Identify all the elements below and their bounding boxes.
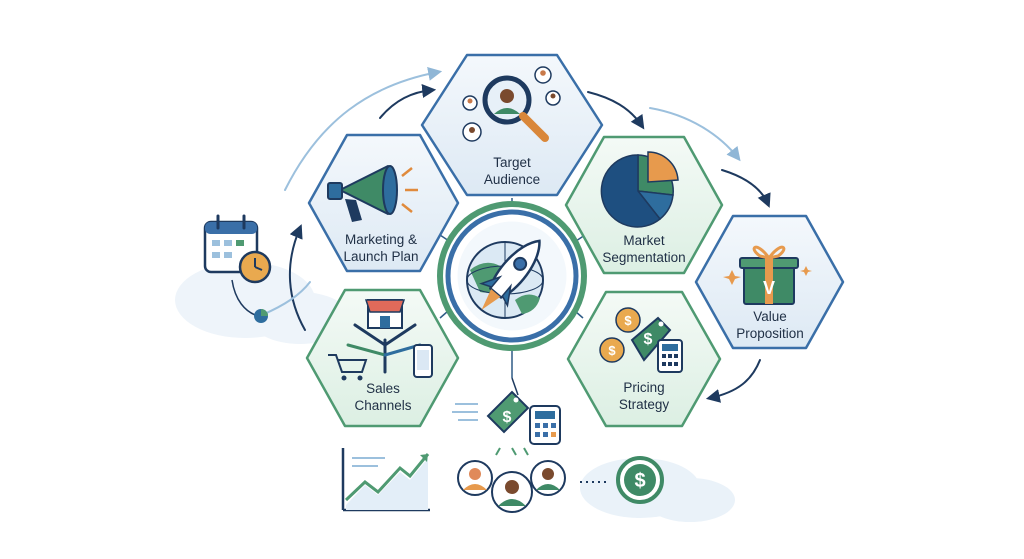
arrow-dark-top-left (379, 84, 437, 119)
arrow-dark-top-right (587, 91, 645, 130)
sales-channels-label-line1: Sales (366, 381, 400, 396)
pie-chart-icon (600, 151, 679, 228)
target-audience-label-line1: Target (493, 155, 531, 170)
market-segmentation-label-line2: Segmentation (602, 250, 685, 265)
arrow-light-top-right (649, 107, 741, 162)
pricing-strategy-label-line2: Strategy (619, 397, 670, 412)
magnifier-people-icon (462, 66, 561, 142)
store-cart-phone-icon (328, 299, 433, 381)
segment-market-segmentation: Market Segmentation (564, 135, 724, 275)
svg-text:$: $ (644, 331, 653, 348)
market-segmentation-label-line1: Market (623, 233, 665, 248)
arrow-dark-bottom-right (705, 359, 761, 403)
marketing-launch-plan-label-line2: Launch Plan (343, 249, 418, 264)
segment-pricing-strategy: $ $ $ Pricing Strategy (566, 290, 722, 428)
flow-arrows (261, 66, 771, 403)
svg-text:V: V (763, 278, 775, 298)
svg-text:$: $ (608, 343, 616, 358)
rocket-globe-icon (466, 239, 544, 319)
calendar-clock-icon (203, 214, 272, 323)
svg-text:$: $ (624, 313, 632, 328)
segment-value-proposition: V Value Proposition (694, 214, 845, 350)
svg-text:$: $ (634, 470, 645, 492)
target-audience-label-line2: Audience (484, 172, 540, 187)
marketing-launch-plan-label-line1: Marketing & (345, 232, 417, 247)
segment-sales-channels: Sales Channels (305, 288, 460, 428)
segment-target-audience: Target Audience (420, 53, 604, 197)
megaphone-icon (327, 165, 418, 222)
pricing-strategy-label-line1: Pricing (623, 380, 664, 395)
team-avatars-icon (457, 447, 566, 513)
arrow-dark-left (288, 224, 306, 331)
arrow-light-left (261, 281, 311, 316)
gift-box-icon: V (723, 245, 812, 305)
segment-marketing-launch-plan: Marketing & Launch Plan (307, 133, 460, 273)
growth-chart-icon (341, 448, 430, 512)
price-tag-calculator-icon: $ $ $ (599, 307, 683, 373)
arrow-light-top-left (284, 66, 443, 191)
value-proposition-label-line2: Proposition (736, 326, 804, 341)
price-tag-icon: $ (452, 377, 530, 434)
svg-text:$: $ (503, 409, 512, 426)
dollar-coin-icon: $ (580, 456, 664, 504)
sales-channels-label-line2: Channels (354, 398, 411, 413)
value-proposition-label-line1: Value (753, 309, 787, 324)
center-hub (437, 201, 587, 351)
calculator-icon (529, 405, 561, 445)
arrow-dark-right (721, 169, 771, 208)
